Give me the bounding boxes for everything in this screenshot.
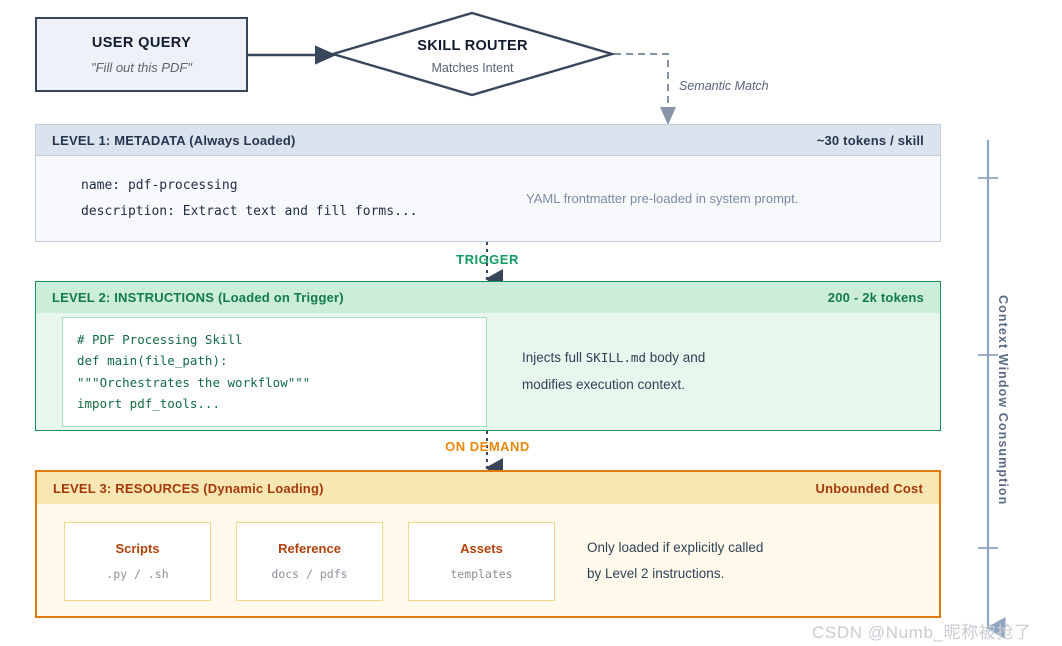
level-3-note-line-1: Only loaded if explicitly called: [587, 539, 764, 555]
user-query-node: USER QUERY "Fill out this PDF": [35, 17, 248, 92]
skill-router-title: SKILL ROUTER: [417, 38, 528, 54]
level-2-note-line-2: modifies execution context.: [522, 376, 685, 392]
level-1-code: name: pdf-processing description: Extrac…: [81, 178, 418, 219]
level-3-header: LEVEL 3: RESOURCES (Dynamic Loading) Unb…: [37, 472, 939, 504]
resource-card-subtitle: docs / pdfs: [271, 567, 348, 581]
skill-router-diamond-icon: [330, 11, 615, 97]
semantic-match-label: Semantic Match: [679, 79, 769, 93]
level-1-panel: LEVEL 1: METADATA (Always Loaded) ~30 to…: [35, 124, 941, 242]
level-2-codebox: # PDF Processing Skill def main(file_pat…: [62, 316, 487, 427]
level-3-note-line-2: by Level 2 instructions.: [587, 566, 725, 581]
level-2-note-code: SKILL.md: [585, 350, 646, 366]
level-2-panel: LEVEL 2: INSTRUCTIONS (Loaded on Trigger…: [35, 281, 941, 431]
arrow-semantic-match: [614, 53, 676, 125]
level-2-code: # PDF Processing Skill def main(file_pat…: [77, 331, 311, 412]
level-1-note: YAML frontmatter pre-loaded in system pr…: [526, 191, 799, 206]
trigger-label: TRIGGER: [456, 252, 519, 267]
on-demand-label: ON DEMAND: [445, 439, 530, 454]
resource-card-list: Scripts .py / .sh Reference docs / pdfs …: [64, 521, 555, 601]
level-1-cost: ~30 tokens / skill: [816, 132, 924, 148]
level-2-header: LEVEL 2: INSTRUCTIONS (Loaded on Trigger…: [36, 282, 940, 313]
resource-card-subtitle: templates: [450, 567, 513, 581]
level-1-header: LEVEL 1: METADATA (Always Loaded) ~30 to…: [36, 125, 940, 156]
resource-card-scripts: Scripts .py / .sh: [64, 521, 211, 601]
level-3-title: LEVEL 3: RESOURCES (Dynamic Loading): [53, 480, 324, 496]
skill-router-subtitle: Matches Intent: [431, 61, 514, 75]
context-window-axis-label: Context Window Consumption: [996, 295, 1010, 506]
level-1-body: name: pdf-processing description: Extrac…: [36, 156, 940, 241]
level-1-title: LEVEL 1: METADATA (Always Loaded): [52, 132, 296, 148]
resource-card-title: Assets: [460, 541, 503, 556]
level-2-note-pre: Injects full: [522, 350, 586, 366]
skill-router-node: SKILL ROUTER Matches Intent: [330, 10, 615, 98]
level-2-note: Injects full SKILL.md body and modifies …: [522, 345, 705, 398]
level-2-note-line-1: Injects full SKILL.md body and: [522, 345, 705, 371]
resource-card-title: Scripts: [115, 541, 160, 556]
resource-card-subtitle: .py / .sh: [106, 567, 169, 581]
level-2-note-post: body and: [646, 350, 706, 366]
level-3-note: Only loaded if explicitly called by Leve…: [587, 535, 763, 588]
resource-card-reference: Reference docs / pdfs: [236, 521, 383, 601]
level-3-body: Scripts .py / .sh Reference docs / pdfs …: [37, 504, 939, 618]
watermark: CSDN @Numb_昵称被抢了: [812, 623, 1032, 642]
level-2-title: LEVEL 2: INSTRUCTIONS (Loaded on Trigger…: [52, 290, 344, 305]
user-query-title: USER QUERY: [91, 34, 192, 51]
resource-card-title: Reference: [278, 541, 341, 556]
level-2-cost: 200 - 2k tokens: [827, 290, 924, 305]
level-3-panel: LEVEL 3: RESOURCES (Dynamic Loading) Unb…: [35, 470, 941, 618]
user-query-subtitle: "Fill out this PDF": [91, 59, 192, 75]
level-3-cost: Unbounded Cost: [815, 480, 923, 496]
level-2-body: # PDF Processing Skill def main(file_pat…: [36, 313, 940, 430]
resource-card-assets: Assets templates: [408, 521, 555, 601]
